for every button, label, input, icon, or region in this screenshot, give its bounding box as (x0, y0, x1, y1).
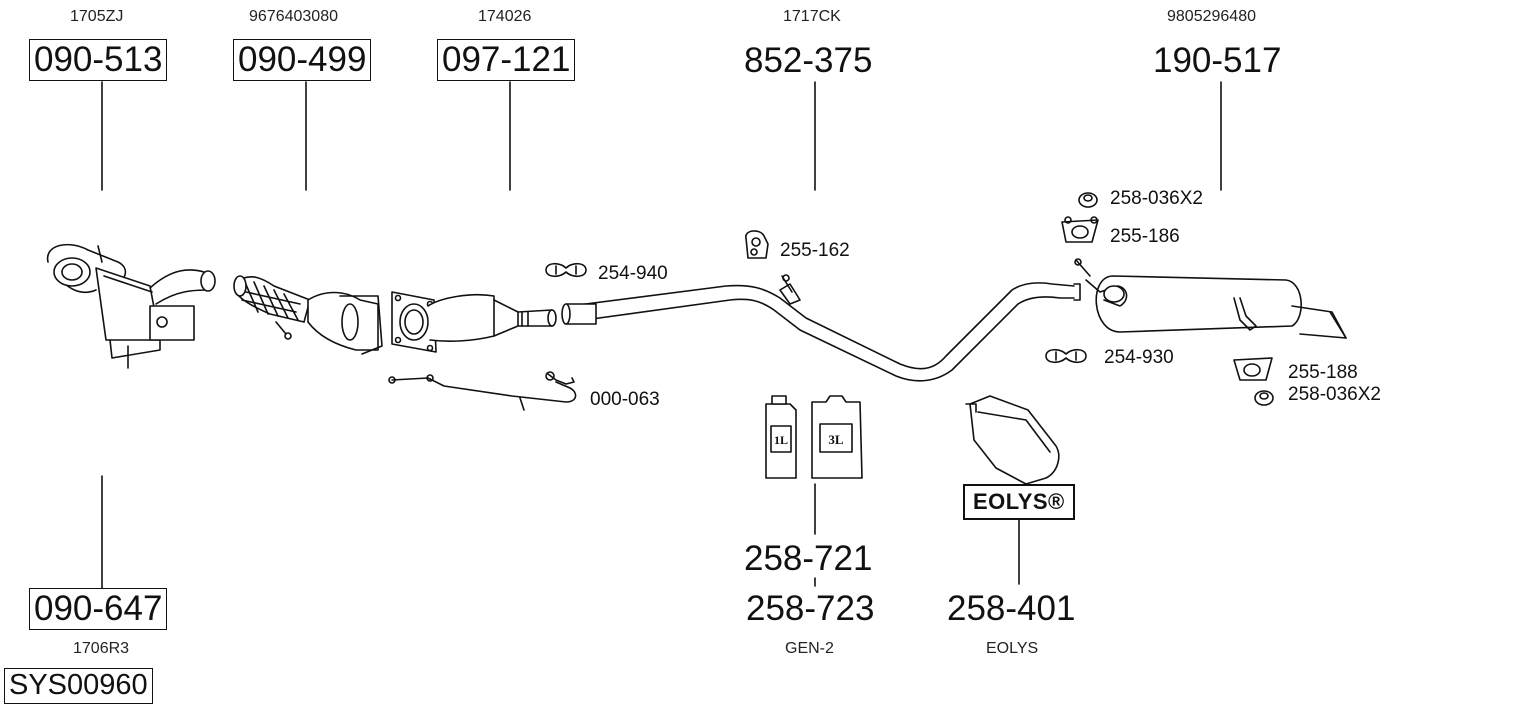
system-id: SYS00960 (4, 668, 153, 704)
ref-1705zj: 1705ZJ (70, 8, 124, 25)
clamp-front-drawing (545, 262, 587, 278)
rear-silencer-drawing (1074, 258, 1347, 339)
part-258-723[interactable]: 258-723 (746, 589, 875, 628)
eolys-badge: EOLYS® (963, 484, 1075, 520)
nut-top-drawing (1078, 192, 1098, 208)
part-090-499[interactable]: 090-499 (233, 39, 372, 81)
dpf-drawing (391, 291, 557, 353)
sensor-drawing (388, 371, 577, 411)
nut-rear-drawing (1254, 390, 1274, 406)
clamp-rear-drawing (1045, 348, 1087, 364)
label-255-162[interactable]: 255-162 (780, 240, 850, 261)
part-258-401[interactable]: 258-401 (947, 589, 1076, 628)
part-190-517[interactable]: 190-517 (1153, 41, 1282, 80)
additive-cans-drawing (765, 395, 863, 479)
ref-9676403080: 9676403080 (249, 8, 338, 25)
part-090-647[interactable]: 090-647 (29, 588, 168, 630)
hanger-rear-drawing (1233, 357, 1273, 381)
label-255-188[interactable]: 255-188 (1288, 362, 1358, 383)
ref-1706r3: 1706R3 (73, 640, 130, 657)
manifold-drawing (46, 243, 216, 369)
label-gen-2: GEN-2 (785, 640, 834, 657)
part-258-721[interactable]: 258-721 (744, 539, 873, 578)
label-254-930[interactable]: 254-930 (1104, 347, 1174, 368)
label-254-940[interactable]: 254-940 (598, 263, 668, 284)
ref-1717ck: 1717CK (783, 8, 841, 25)
part-097-121[interactable]: 097-121 (437, 39, 576, 81)
label-000-063[interactable]: 000-063 (590, 389, 660, 410)
part-852-375[interactable]: 852-375 (744, 41, 873, 80)
ref-174026: 174026 (478, 8, 532, 25)
ref-9805296480: 9805296480 (1167, 8, 1256, 25)
part-090-513[interactable]: 090-513 (29, 39, 168, 81)
hanger-top-drawing (1061, 216, 1099, 243)
label-258-036x2-top[interactable]: 258-036X2 (1110, 188, 1203, 209)
label-258-036x2-rear[interactable]: 258-036X2 (1288, 384, 1381, 405)
can-small-label: 1L (774, 433, 788, 447)
label-255-186[interactable]: 255-186 (1110, 226, 1180, 247)
hanger-mid-drawing (745, 230, 769, 259)
flex-pipe-drawing (233, 275, 383, 355)
eolys-tank-drawing (965, 395, 1060, 485)
label-eolys: EOLYS (986, 640, 1039, 657)
middle-pipe-drawing (561, 274, 1081, 382)
can-large-label: 3L (828, 432, 844, 447)
